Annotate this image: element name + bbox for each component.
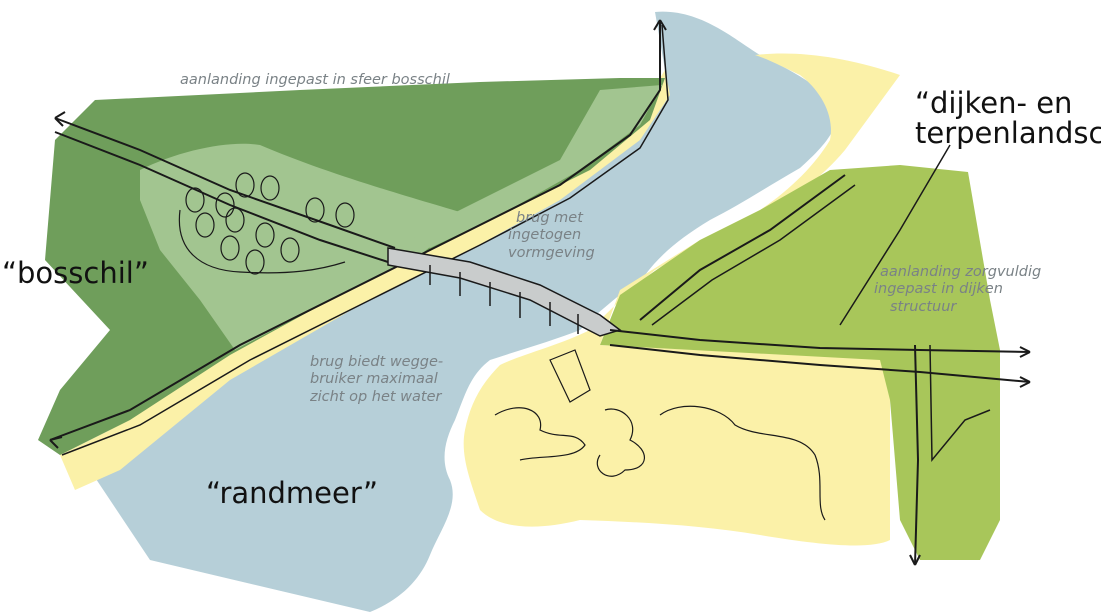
annotation-brug-zicht: brug biedt wegge- bruiker maximaal zicht…	[310, 354, 443, 406]
annotation-brug-vormgeving: brug met ingetogen vormgeving	[508, 210, 595, 262]
road-forest	[54, 117, 396, 249]
annotation-brug-zicht-line2: bruiker maximaal	[310, 371, 438, 388]
arrows	[49, 19, 1031, 566]
annotation-aanlanding-dijken: aanlanding zorgvuldig ingepast in dijken…	[874, 264, 1041, 316]
region-label-dijken-terpen: “dijken- en terpenlandschap”	[915, 88, 1101, 149]
water-area	[90, 11, 839, 612]
forest-light-strip	[140, 143, 470, 350]
region-label-dijken-line1: “dijken- en	[915, 86, 1073, 120]
annotation-aanlanding-dijken-line3: structuur	[890, 298, 957, 315]
region-label-randmeer: “randmeer”	[206, 476, 379, 510]
field-road-diagonal	[839, 144, 951, 326]
road-polder-2	[609, 344, 1031, 383]
bridge-piers	[429, 265, 579, 334]
road-polder-side-2	[929, 344, 991, 463]
region-label-bosschil: “bosschil”	[2, 256, 149, 290]
dike-road-forest	[49, 20, 661, 441]
sand-right	[463, 53, 900, 546]
annotation-aanlanding-dijken-line1: aanlanding zorgvuldig	[880, 264, 1042, 280]
dike-road-forest-2	[61, 24, 669, 456]
annotation-brug-vormgeving-line1: brug met	[516, 210, 583, 226]
region-label-dijken-line2: terpenlandschap”	[915, 116, 1101, 151]
road-polder-side	[914, 344, 920, 566]
annotation-brug-vormgeving-line2: ingetogen	[508, 227, 582, 244]
tree-cluster	[178, 172, 355, 275]
annotation-aanlanding-dijken-line2: ingepast in dijken	[874, 281, 1003, 298]
road-forest-2	[54, 131, 389, 263]
dike-road-polder-2	[651, 184, 856, 326]
annotation-aanlanding-bosschil: aanlanding ingepast in sfeer bosschil	[180, 72, 450, 88]
annotation-brug-vormgeving-line3: vormgeving	[508, 244, 595, 261]
road-polder	[609, 329, 1031, 353]
dike-road-polder	[639, 174, 846, 321]
bridge-deck	[387, 247, 622, 337]
ponds-sketch	[494, 349, 826, 521]
annotation-brug-zicht-line3: zicht op het water	[310, 388, 442, 405]
forest-bank	[410, 85, 662, 248]
annotation-brug-zicht-line1: brug biedt wegge-	[310, 354, 444, 370]
